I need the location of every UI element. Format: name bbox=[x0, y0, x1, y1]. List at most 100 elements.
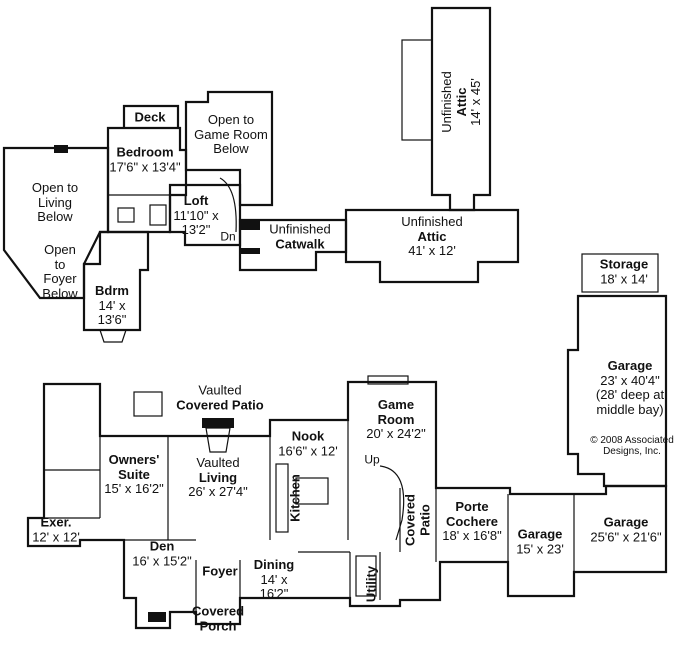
owners-suite-label: Owners' Suite 15' x 16'2" bbox=[104, 453, 163, 497]
den-name: Den bbox=[149, 538, 175, 554]
bdrm-size1: 14' x bbox=[98, 297, 126, 313]
game-room-name: Game bbox=[377, 397, 415, 413]
storage-size: 18' x 14' bbox=[600, 271, 648, 286]
open-game-room-line1: Open to bbox=[207, 112, 255, 128]
garage-big-label: Garage 23' x 40'4" (28' deep at middle b… bbox=[595, 357, 665, 417]
nook-label: Nook 16'6" x 12' bbox=[278, 429, 337, 458]
living-line1: Vaulted bbox=[196, 455, 240, 471]
open-foyer-line1: Open bbox=[44, 241, 76, 257]
open-game-room-line3: Below bbox=[213, 141, 249, 157]
main-house-outline bbox=[26, 380, 668, 630]
up-label: Up bbox=[364, 452, 379, 466]
living-name: Living bbox=[198, 469, 238, 485]
porte-cochere-size: 18' x 16'8" bbox=[442, 528, 502, 544]
copyright-line2: Designs, Inc. bbox=[603, 446, 661, 457]
dn-label: Dn bbox=[220, 229, 236, 244]
porte-cochere-name: Porte bbox=[455, 499, 489, 515]
bath-fixture bbox=[117, 207, 135, 223]
storage-outline bbox=[581, 253, 659, 293]
covered-patio-side-name2: Patio bbox=[417, 504, 432, 536]
covered-porch-label: Covered Porch bbox=[192, 604, 244, 633]
game-room-size: 20' x 24'2" bbox=[366, 426, 426, 442]
bdrm-name: Bdrm bbox=[95, 283, 129, 299]
loft-outline bbox=[168, 183, 242, 247]
covered-patio-name: Covered Patio bbox=[176, 397, 264, 412]
owners-suite-size: 15' x 16'2" bbox=[104, 481, 164, 497]
garage-right-label: Garage 25'6" x 21'6" bbox=[590, 515, 661, 544]
den-fireplace bbox=[148, 612, 166, 622]
nook-name: Nook bbox=[291, 428, 325, 444]
garage-mid-name: Garage bbox=[517, 526, 563, 542]
garage-mid-size: 15' x 23' bbox=[516, 541, 564, 556]
dining-size2: 16'2" bbox=[259, 586, 289, 602]
loft-size1: 11'10" x bbox=[173, 207, 219, 223]
exer-size: 12' x 12' bbox=[32, 529, 80, 544]
covered-porch-name2: Porch bbox=[199, 618, 237, 633]
closet bbox=[149, 204, 167, 226]
garage-big-outline bbox=[566, 294, 668, 488]
open-living-label: Open to Living Below bbox=[32, 181, 78, 225]
attic-tall-line1: Unfinished bbox=[439, 71, 455, 133]
owners-suite-name2: Suite bbox=[118, 466, 150, 482]
utility-name: Utility bbox=[363, 565, 379, 603]
open-foyer-line2: to bbox=[54, 256, 66, 272]
catwalk-line1: Unfinished bbox=[269, 221, 331, 237]
storage-label: Storage 18' x 14' bbox=[600, 257, 648, 286]
fireplace-upper bbox=[54, 145, 68, 153]
game-room-label: Game Room 20' x 24'2" bbox=[366, 398, 425, 442]
garage-mid-label: Garage 15' x 23' bbox=[516, 527, 564, 556]
attic-wide-name: Attic bbox=[417, 228, 447, 244]
attic-tall-outline bbox=[430, 6, 492, 212]
catwalk-blocks bbox=[240, 220, 260, 230]
bedroom-size: 17'6" x 13'4" bbox=[109, 159, 181, 174]
game-room-window bbox=[367, 375, 409, 385]
dn-text: Dn bbox=[220, 229, 236, 244]
open-to-game-room-outline bbox=[184, 90, 274, 207]
covered-porch-name: Covered bbox=[191, 603, 245, 619]
covered-patio-side-label: Covered Patio bbox=[402, 493, 432, 547]
bedroom-label: Bedroom 17'6" x 13'4" bbox=[109, 145, 180, 174]
bdrm-label: Bdrm 14' x 13'6" bbox=[95, 284, 129, 328]
open-living-line3: Below bbox=[37, 209, 73, 225]
garage-big-size: 23' x 40'4" bbox=[600, 372, 660, 388]
porte-cochere-label: Porte Cochere 18' x 16'8" bbox=[442, 500, 501, 544]
storage-name: Storage bbox=[599, 256, 649, 272]
living-label: Vaulted Living 26' x 27'4" bbox=[188, 456, 247, 500]
foyer-label: Foyer bbox=[202, 564, 237, 580]
bdrm-outline bbox=[82, 230, 150, 332]
kitchen-label: Kitchen bbox=[287, 474, 304, 522]
exer-label: Exer. 12' x 12' bbox=[32, 515, 80, 544]
copyright-label: © 2008 Associated Designs, Inc. bbox=[590, 435, 674, 457]
kitchen-name: Kitchen bbox=[287, 474, 303, 522]
dining-size1: 14' x bbox=[260, 571, 288, 587]
den-size: 16' x 15'2" bbox=[132, 553, 192, 568]
covered-patio-side-name: Covered bbox=[402, 493, 418, 547]
attic-tall-notch bbox=[401, 39, 433, 141]
nook-size: 16'6" x 12' bbox=[278, 443, 338, 458]
owners-suite-name: Owners' bbox=[108, 452, 160, 468]
deck-label: Deck bbox=[134, 110, 165, 126]
patio-grill bbox=[133, 391, 163, 417]
garage-big-note1: (28' deep at bbox=[595, 387, 665, 402]
patio-fireplace-hearth bbox=[205, 427, 231, 453]
living-size: 26' x 27'4" bbox=[188, 484, 248, 500]
open-game-room-label: Open to Game Room Below bbox=[194, 113, 268, 157]
attic-wide-size: 41' x 12' bbox=[408, 243, 456, 259]
main-stair bbox=[379, 465, 405, 541]
catwalk-name: Catwalk bbox=[275, 236, 325, 251]
attic-wide-outline bbox=[344, 208, 520, 284]
kitchen-island bbox=[295, 477, 329, 505]
loft-name: Loft bbox=[183, 193, 209, 209]
exer-name: Exer. bbox=[40, 514, 72, 530]
covered-patio-label: Vaulted Covered Patio bbox=[176, 383, 263, 412]
garage-big-name: Garage bbox=[607, 357, 653, 373]
attic-tall-name: Attic bbox=[453, 87, 469, 117]
dining-name: Dining bbox=[253, 557, 295, 573]
den-label: Den 16' x 15'2" bbox=[132, 539, 191, 568]
deck-outline bbox=[122, 104, 180, 128]
bay-window bbox=[99, 329, 127, 343]
open-game-room-line2: Game Room bbox=[194, 126, 268, 142]
attic-tall-label: Unfinished Attic 14' x 45' bbox=[439, 71, 484, 133]
